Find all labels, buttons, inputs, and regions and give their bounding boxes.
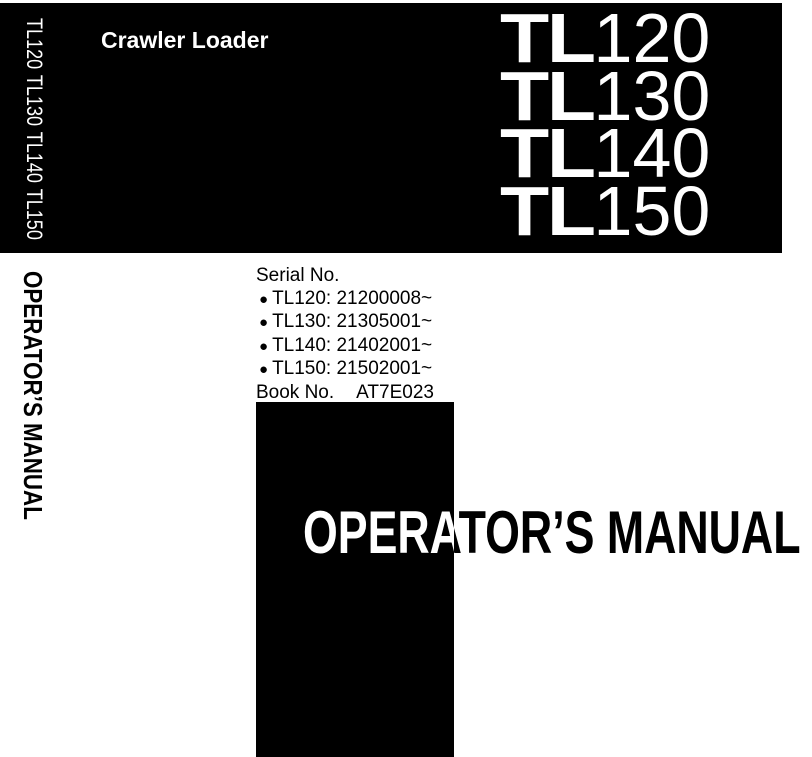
model-prefix: TL bbox=[500, 0, 596, 77]
model-prefix: TL bbox=[500, 114, 596, 192]
serial-value: TL130: 21305001~ bbox=[272, 311, 433, 332]
serial-item: ●TL150: 21502001~ bbox=[256, 358, 434, 382]
serial-value: TL150: 21502001~ bbox=[272, 358, 433, 379]
side-model: TL120 bbox=[22, 18, 47, 70]
side-title: OPERATOR’S MANUAL bbox=[18, 271, 48, 520]
side-model-list: TL120TL130TL140TL150 bbox=[21, 18, 47, 246]
book-label: Book No. bbox=[256, 381, 335, 403]
book-number: Book No. AT7E023 bbox=[256, 382, 434, 405]
serial-item: ●TL140: 21402001~ bbox=[256, 335, 434, 359]
model-number: 120 bbox=[593, 0, 711, 77]
model-title: TL140 bbox=[500, 114, 710, 192]
model-number: 130 bbox=[593, 56, 711, 135]
bullet-icon: ● bbox=[259, 290, 269, 308]
serial-info: Serial No. ●TL120: 21200008~ ●TL130: 213… bbox=[256, 265, 434, 404]
model-title: TL120 bbox=[500, 0, 710, 77]
side-model: TL150 bbox=[22, 188, 47, 240]
serial-value: TL120: 21200008~ bbox=[272, 287, 433, 309]
main-title: OPERATOR’S MANUAL bbox=[303, 499, 801, 566]
serial-item: ●TL120: 21200008~ bbox=[256, 288, 434, 312]
black-block bbox=[256, 402, 454, 757]
model-number: 150 bbox=[593, 171, 711, 250]
model-number: 140 bbox=[593, 114, 711, 192]
header-band bbox=[0, 3, 782, 253]
bullet-icon: ● bbox=[259, 337, 269, 355]
serial-heading: Serial No. bbox=[256, 265, 340, 286]
model-prefix: TL bbox=[500, 56, 596, 135]
side-model: TL130 bbox=[22, 74, 47, 127]
model-title: TL150 bbox=[500, 171, 710, 250]
bullet-icon: ● bbox=[259, 314, 269, 331]
model-prefix: TL bbox=[500, 171, 596, 250]
product-category: Crawler Loader bbox=[101, 27, 269, 53]
bullet-icon: ● bbox=[259, 361, 269, 378]
model-list: TL120 TL130 TL140 TL150 bbox=[500, 0, 710, 250]
book-value: AT7E023 bbox=[356, 381, 434, 403]
model-title: TL130 bbox=[500, 56, 710, 135]
serial-item: ●TL130: 21305001~ bbox=[256, 311, 434, 335]
side-model: TL140 bbox=[22, 131, 47, 183]
serial-value: TL140: 21402001~ bbox=[272, 334, 433, 356]
